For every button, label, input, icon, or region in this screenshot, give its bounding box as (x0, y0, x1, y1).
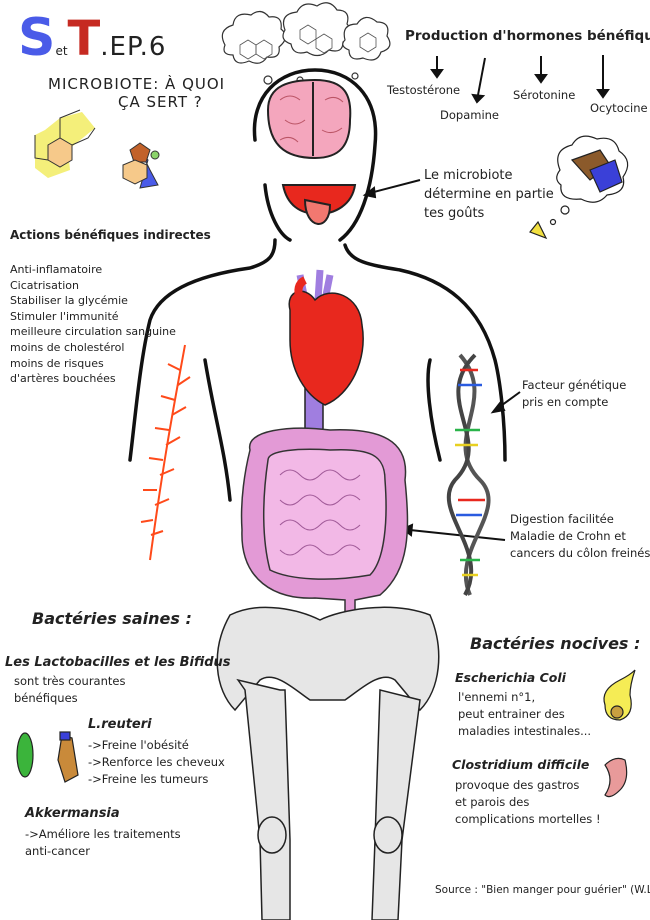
heart (288, 269, 364, 431)
title-line-1: MICROBIOTE: À QUOI (48, 75, 226, 93)
harmful-bacteria-heading: Bactéries nocives : (470, 634, 641, 653)
nerve-branches (140, 344, 191, 561)
episode-number: .EP.6 (100, 32, 167, 62)
source-citation: Source : "Bien manger pour guérier" (W.L… (435, 884, 650, 896)
molecule-thought-bubbles (221, 2, 391, 85)
hormone-testosterone: Testostérone (387, 83, 461, 97)
list-item: Anti-inflamatoire (10, 263, 103, 276)
desc-line: l'ennemi n°1, (458, 690, 536, 704)
dna-helix (446, 353, 491, 596)
taste-line: tes goûts (424, 206, 485, 221)
desc-line: ->Freine l'obésité (88, 738, 189, 752)
genetic-note: Facteur génétique pris en compte (522, 377, 626, 411)
akkermansia-desc: ->Améliore les traitements anti-cancer (25, 826, 181, 860)
pelvis-and-legs-skeleton (216, 606, 440, 920)
list-item: Stimuler l'immunité (10, 309, 119, 323)
lactobacillus-bacterium (16, 732, 34, 778)
ecoli-name: Escherichia Coli (455, 670, 566, 685)
desc-line: ->Renforce les cheveux (88, 755, 225, 769)
hormones-heading: Production d'hormones bénéfiques (405, 28, 650, 44)
akkermansia-name: Akkermansia (25, 806, 120, 821)
hormone-ocytocine: Ocytocine (590, 101, 648, 115)
desc-line: maladies intestinales... (458, 724, 592, 738)
digestion-line: Digestion facilitée (510, 512, 614, 526)
desc-line: complications mortelles ! (455, 812, 601, 826)
reuteri-desc: ->Freine l'obésité ->Renforce les cheveu… (88, 737, 225, 788)
brain (266, 78, 352, 160)
chocolate-thought-bubble (529, 135, 629, 240)
list-item: moins de cholestérol (10, 340, 125, 354)
list-item: Stabiliser la glycémie (10, 294, 128, 308)
desc-line: ->Freine les tumeurs (88, 772, 209, 786)
desc-line: et parois des (455, 795, 530, 809)
clostridium-bacterium (604, 757, 628, 798)
list-item: meilleure circulation sanguine (10, 325, 176, 339)
logo-et: et (55, 44, 68, 58)
taste-note: Le microbiote détermine en partie tes go… (424, 166, 554, 223)
hormone-serotonine: Sérotonine (513, 88, 576, 102)
indirect-actions-heading: Actions bénéfiques indirectes (10, 228, 211, 242)
desc-line: provoque des gastros (455, 778, 580, 792)
arrows (362, 55, 610, 541)
bacteria-illustrations (16, 669, 636, 798)
desc-line: peut entrainer des (458, 707, 565, 721)
reuteri-bacterium (57, 734, 79, 783)
digestion-line: Maladie de Crohn et (510, 529, 626, 543)
ecoli-desc: l'ennemi n°1, peut entrainer des maladie… (458, 689, 591, 740)
logo-title: SetT.EP.6 (18, 8, 166, 68)
e-coli-bacterium (603, 669, 636, 721)
logo-s: S (18, 8, 56, 68)
genetic-line: Facteur génétique (522, 378, 627, 392)
desc-line: anti-cancer (25, 844, 90, 858)
body-outline (128, 68, 507, 502)
lactobacilles-name: Les Lactobacilles et les Bifidus (5, 655, 231, 670)
digestion-note: Digestion facilitée Maladie de Crohn et … (510, 511, 650, 562)
desc-line: ->Améliore les traitements (25, 827, 181, 841)
healthy-bacteria-heading: Bactéries saines : (32, 609, 192, 628)
genetic-line: pris en compte (522, 395, 609, 409)
desc-line: bénéfiques (14, 691, 78, 705)
mouth (281, 184, 357, 225)
logo-t: T (67, 11, 101, 67)
molecule-drawing-2 (122, 142, 160, 189)
reuteri-name: L.reuteri (88, 717, 152, 732)
list-item: Cicatrisation (10, 278, 79, 292)
desc-line: sont très courantes (14, 674, 126, 688)
list-item: d'artères bouchées (10, 372, 116, 386)
indirect-actions-list: Anti-inflamatoire Cicatrisation Stabilis… (10, 262, 176, 387)
digestion-line: cancers du côlon freinés (510, 546, 650, 560)
clostridium-desc: provoque des gastros et parois des compl… (455, 777, 601, 828)
taste-line: détermine en partie (424, 187, 554, 202)
intestine (240, 427, 409, 629)
taste-line: Le microbiote (424, 168, 513, 183)
clostridium-name: Clostridium difficile (452, 757, 590, 772)
list-item: moins de risques (10, 356, 104, 370)
hormone-dopamine: Dopamine (440, 108, 499, 122)
title-line-2: ÇA SERT ? (118, 93, 203, 111)
lactobacilles-desc: sont très courantes bénéfiques (14, 673, 125, 707)
molecule-drawing-1 (34, 109, 96, 178)
